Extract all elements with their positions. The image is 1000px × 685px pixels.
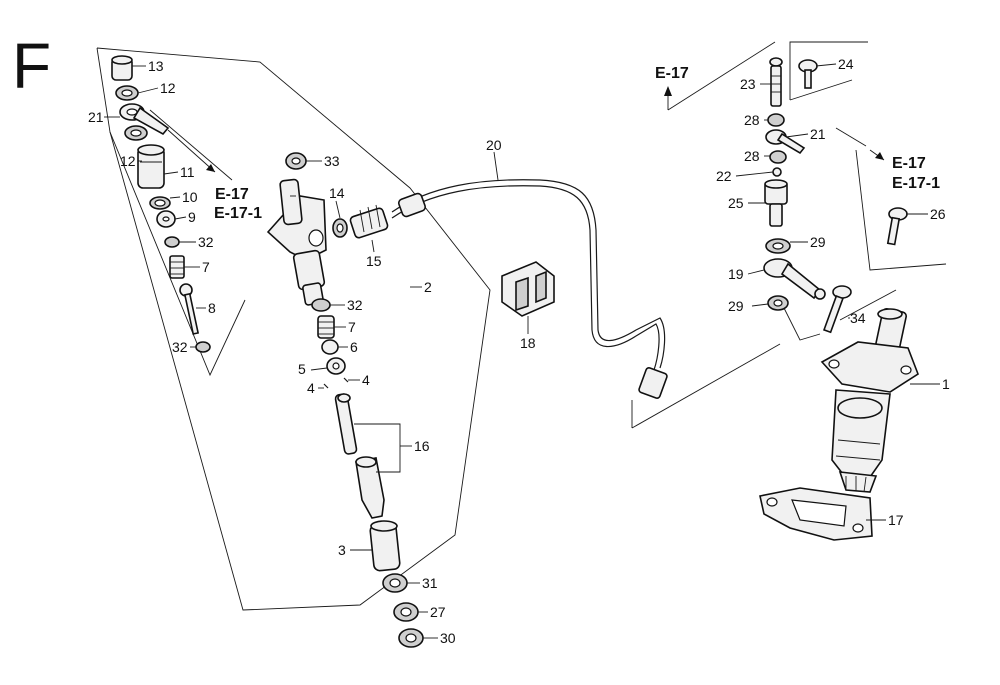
leaders-right	[664, 63, 940, 521]
callout-14: 14	[329, 185, 345, 201]
callout-21-right: 21	[810, 126, 826, 142]
ref-label-e17-right: E-17	[892, 155, 926, 172]
washer-30	[398, 628, 424, 648]
bolt-23	[769, 57, 783, 107]
bolt-24	[798, 59, 818, 89]
gasket-17	[759, 487, 873, 541]
callout-12-lower: 12	[120, 153, 136, 169]
banjo-19	[763, 258, 826, 300]
washer-12-top	[115, 85, 139, 101]
callout-31: 31	[422, 575, 438, 591]
washer-33	[285, 152, 307, 170]
seat-6	[321, 339, 339, 355]
nozzle-set-16	[334, 393, 385, 519]
callout-24: 24	[838, 56, 854, 72]
pipe-clamp-18	[501, 261, 555, 334]
connector-15	[349, 204, 389, 239]
callout-12-top: 12	[160, 80, 176, 96]
injector-holder-2	[266, 178, 327, 306]
callout-29-top: 29	[810, 234, 826, 250]
pins-4	[323, 377, 349, 389]
callout-29-lower: 29	[728, 298, 744, 314]
washer-27	[393, 602, 419, 622]
callout-34: 34	[850, 310, 866, 326]
ball-22	[772, 167, 782, 177]
ref-label-e17-1-left: E-17-1	[214, 205, 262, 222]
callout-3: 3	[338, 542, 346, 558]
nozzle-nut-3	[369, 520, 401, 572]
left-group-outline	[96, 47, 491, 611]
callout-30: 30	[440, 630, 456, 646]
fitting-25	[764, 179, 788, 227]
callout-4-right: 4	[362, 372, 370, 388]
o-ring-10	[149, 196, 171, 210]
right-group-outline	[667, 41, 947, 341]
bolt-34	[822, 285, 852, 334]
holder-11	[137, 144, 165, 189]
injection-pump-1	[820, 307, 919, 493]
callout-28-top: 28	[744, 112, 760, 128]
leaders-left-body	[306, 160, 438, 639]
washer-32-b	[195, 341, 211, 353]
nut-9	[156, 210, 176, 228]
callout-27: 27	[430, 604, 446, 620]
washer-12-lower	[124, 125, 148, 141]
callout-32-a: 32	[198, 234, 214, 250]
nut-5	[326, 357, 346, 375]
spring-7-left	[169, 255, 185, 279]
callout-5: 5	[298, 361, 306, 377]
callout-9: 9	[188, 209, 196, 225]
ref-label-e17-1-right: E-17-1	[892, 175, 940, 192]
callout-7-left: 7	[202, 259, 210, 275]
callout-2: 2	[424, 279, 432, 295]
ref-label-e17-left: E-17	[215, 186, 249, 203]
callout-28-lower: 28	[744, 148, 760, 164]
washer-32-c	[311, 298, 331, 312]
push-rod-8	[179, 283, 200, 335]
washer-32-a	[164, 236, 180, 248]
callout-21-left: 21	[88, 109, 104, 125]
pipe-reference-lines	[631, 343, 781, 429]
banjo-21-right	[765, 129, 806, 155]
callout-11: 11	[180, 164, 195, 180]
bolt-26	[886, 207, 908, 246]
callout-10: 10	[182, 189, 198, 205]
washer-14	[332, 218, 348, 238]
callout-15: 15	[366, 253, 382, 269]
section-letter: F	[12, 30, 51, 102]
callout-32-c: 32	[347, 297, 363, 313]
banjo-fitting-21-left	[119, 103, 170, 136]
callout-23: 23	[740, 76, 756, 92]
callout-6: 6	[350, 339, 358, 355]
callout-18: 18	[520, 335, 536, 351]
callout-26: 26	[930, 206, 946, 222]
fuel-injection-pipe-20	[391, 151, 668, 399]
callout-labels: 13 12 21 12 11 10 9 32 7 8 32 33 14 15 2…	[88, 56, 950, 646]
callout-13: 13	[148, 58, 164, 74]
callout-33: 33	[324, 153, 340, 169]
leaders-left-stack	[104, 65, 216, 348]
callout-20: 20	[486, 137, 502, 153]
callout-22: 22	[716, 168, 732, 184]
washer-28-top	[767, 113, 785, 127]
callout-4-left: 4	[307, 380, 315, 396]
callout-8: 8	[208, 300, 216, 316]
callout-17: 17	[888, 512, 904, 528]
nozzle-cap-13	[111, 55, 133, 81]
callout-25: 25	[728, 195, 744, 211]
callout-7-center: 7	[348, 319, 356, 335]
washer-28-lower	[769, 150, 787, 164]
washer-29-lower	[767, 295, 789, 311]
ref-label-e17-top: E-17	[655, 65, 689, 82]
callout-16: 16	[414, 438, 430, 454]
callout-1: 1	[942, 376, 950, 392]
callout-32-b: 32	[172, 339, 188, 355]
washer-29-top	[765, 238, 791, 254]
spring-7-center	[317, 315, 335, 339]
callout-19: 19	[728, 266, 744, 282]
washer-31	[382, 573, 408, 593]
